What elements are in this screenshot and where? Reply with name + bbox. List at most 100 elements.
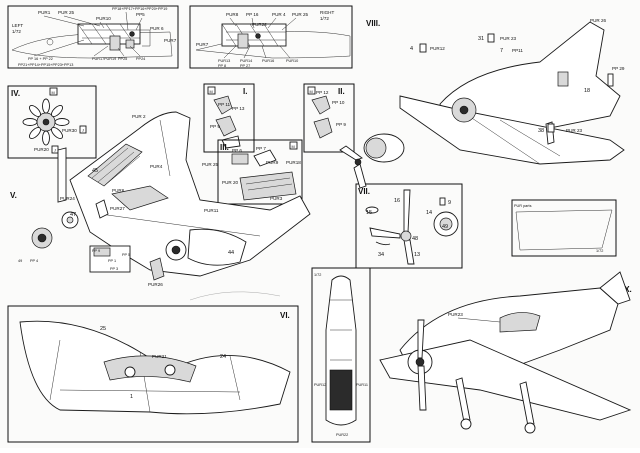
tub-ribs: [91, 147, 141, 187]
label-18: 18: [584, 88, 590, 94]
label-pp10: PP 10: [332, 100, 345, 105]
side-panel: [140, 29, 151, 47]
pur-sheet-outline: [515, 209, 613, 251]
badge-m: [49, 87, 58, 96]
badge-j-2-text: J: [54, 149, 56, 153]
badge-m-iii: [289, 141, 298, 150]
badge-4: [419, 43, 427, 53]
section-vii-title: VII.: [358, 187, 370, 196]
label-pp3: PP 3: [110, 267, 118, 271]
ix-prop-down: [417, 365, 427, 411]
box-part: [125, 39, 135, 49]
ix-gear-left: [455, 377, 471, 423]
badge-m-iii-text: M: [292, 145, 295, 149]
pur-inset-title: PUR parts: [514, 204, 532, 208]
label-pur7: PUR7: [164, 38, 177, 43]
label-pp11: PP 11: [218, 102, 231, 107]
section-iii: III. M PP 6 PP 7 PUR9 PUR18 PUR 20 PUR3: [217, 139, 303, 205]
label-pur7-right: PUR7: [196, 42, 209, 47]
shaft-arc: [375, 241, 391, 246]
label-pp9: PP 9: [210, 124, 220, 129]
label-pur19: PUR19: [104, 57, 116, 61]
label-pp27: PP 27: [240, 64, 250, 68]
label-25-wing: 25: [100, 326, 106, 332]
label-pp11-viii: PP11: [512, 48, 523, 53]
rudder-pedal-2: [215, 115, 237, 137]
prop-blade-down: [403, 239, 415, 265]
pilot-ghost: [46, 38, 54, 46]
label-pur25-right: PUR 25: [292, 12, 309, 17]
panel-scale-label-right: 1/72: [320, 16, 329, 21]
fuselage-ghost-right: [195, 31, 351, 59]
viii-prop-blade-1: [339, 145, 363, 161]
stick-part-right: [255, 33, 261, 39]
label-pp9-v: PP 9: [92, 249, 100, 253]
label-pur14: PUR14: [240, 59, 252, 63]
label-pur25-v: PUR 25: [202, 162, 219, 167]
bulkhead: [95, 199, 109, 219]
spinner-part: [365, 206, 379, 214]
label-pur10-right: PUR10: [286, 59, 298, 63]
frame-piece: [57, 147, 67, 203]
label-pp7: PP 7: [256, 146, 266, 151]
rudder-pedal-1: [213, 95, 233, 115]
label-pp13: PP 13: [232, 106, 245, 111]
stick-part: [129, 31, 135, 37]
ix-wheel-right: [524, 422, 536, 434]
engine-ring: [187, 228, 247, 266]
seat-part-right: [237, 33, 249, 49]
badge-31: [487, 33, 495, 43]
cowling-sep-inner: [365, 137, 387, 159]
engine-block-hub: [37, 233, 47, 243]
badge-m-ii-text: M: [310, 90, 313, 94]
disk-47-core: [66, 216, 74, 224]
wing-trailing-line: [59, 389, 241, 393]
pedal-bar: [221, 135, 241, 149]
label-pur4: PUR 4: [272, 12, 286, 17]
panel-scale-label: 1/72: [12, 29, 21, 34]
label-pur18: PUR18: [286, 160, 301, 165]
ix-wheel-left: [460, 418, 472, 430]
viii-prop-blade-2: [353, 163, 367, 189]
label-pp5-v: PP 5: [122, 253, 130, 257]
section-iii-title: III.: [220, 143, 229, 152]
label-pur9: PUR9: [266, 160, 279, 165]
section-ii-frame: [303, 83, 355, 153]
section-i: I. M PP 11 PP 13 PP 9: [203, 83, 255, 153]
label-pur17: PUR17: [92, 57, 104, 61]
panel-top-right: RIGHT 1/72 PUR8 PP 16 PUR 4 PUR 25 PUR7 …: [189, 5, 353, 69]
label-pp21-group: PP21+PP14+PP15+PP23+PP13: [18, 63, 73, 67]
prop-blade-up: [403, 189, 411, 233]
top-frames: [330, 299, 352, 391]
viii-prop-hub: [354, 158, 362, 166]
badge-j-2: [51, 145, 59, 154]
seat-part: [109, 35, 121, 51]
label-49: 49: [18, 259, 22, 263]
fuselage-ghost: [11, 31, 173, 59]
panel-side-label-right: RIGHT: [320, 10, 334, 15]
floor-v: [111, 185, 169, 211]
label-pp1: PP 1: [108, 259, 116, 263]
fuselage-panel-lines: [99, 119, 261, 237]
section-iii-frame: [217, 139, 303, 205]
instrument-panel: [93, 247, 111, 257]
section-ix: IX. PUR23: [379, 271, 632, 434]
badge-m-i-text: M: [210, 90, 213, 94]
label-pp29: PP 29: [612, 66, 625, 71]
label-pur30: PUR30: [62, 128, 77, 133]
label-48: 48: [412, 236, 418, 242]
label-15-spinner: 15: [366, 210, 372, 216]
label-14: 14: [426, 210, 432, 216]
wheel-well-right: [164, 364, 176, 376]
floor-ribs: [245, 177, 293, 191]
seat-iii: [231, 153, 249, 165]
label-pur25: PUR 25: [58, 10, 75, 15]
label-pp9-ii: PP 9: [336, 122, 346, 127]
panel-side-label: LEFT: [12, 23, 23, 28]
wheel-well-left: [124, 366, 136, 378]
label-13: 13: [414, 252, 420, 258]
label-pp4: PP 4: [30, 259, 38, 263]
exhaust-part: [149, 257, 165, 281]
